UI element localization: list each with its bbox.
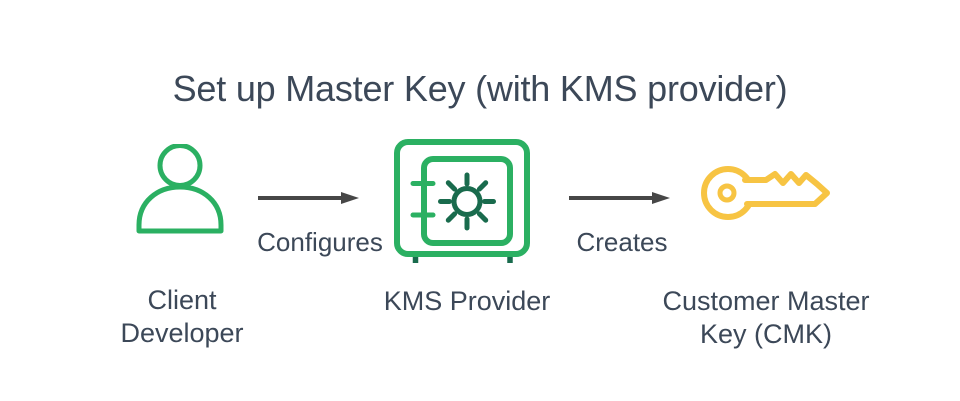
node-label-customer-master-key: Customer Master Key (CMK) [631, 285, 901, 351]
diagram-title: Set up Master Key (with KMS provider) [172, 68, 788, 109]
node-label-client-developer: Client Developer [72, 284, 292, 350]
person-icon [136, 144, 224, 234]
node-label-line: KMS Provider [383, 286, 551, 316]
node-label-line: Client [147, 285, 217, 315]
node-label-kms-provider: KMS Provider [352, 285, 582, 318]
arrow-configures [258, 192, 359, 204]
dial-icon [438, 172, 496, 231]
node-label-line: Customer Master [662, 286, 870, 316]
node-label-line: Developer [120, 318, 244, 348]
key-icon [701, 166, 830, 220]
edge-label-creates: Creates [576, 227, 668, 257]
node-label-line: Key (CMK) [699, 319, 832, 349]
arrow-creates [569, 192, 670, 204]
edge-label-configures: Configures [257, 227, 383, 257]
safe-icon [394, 139, 530, 263]
